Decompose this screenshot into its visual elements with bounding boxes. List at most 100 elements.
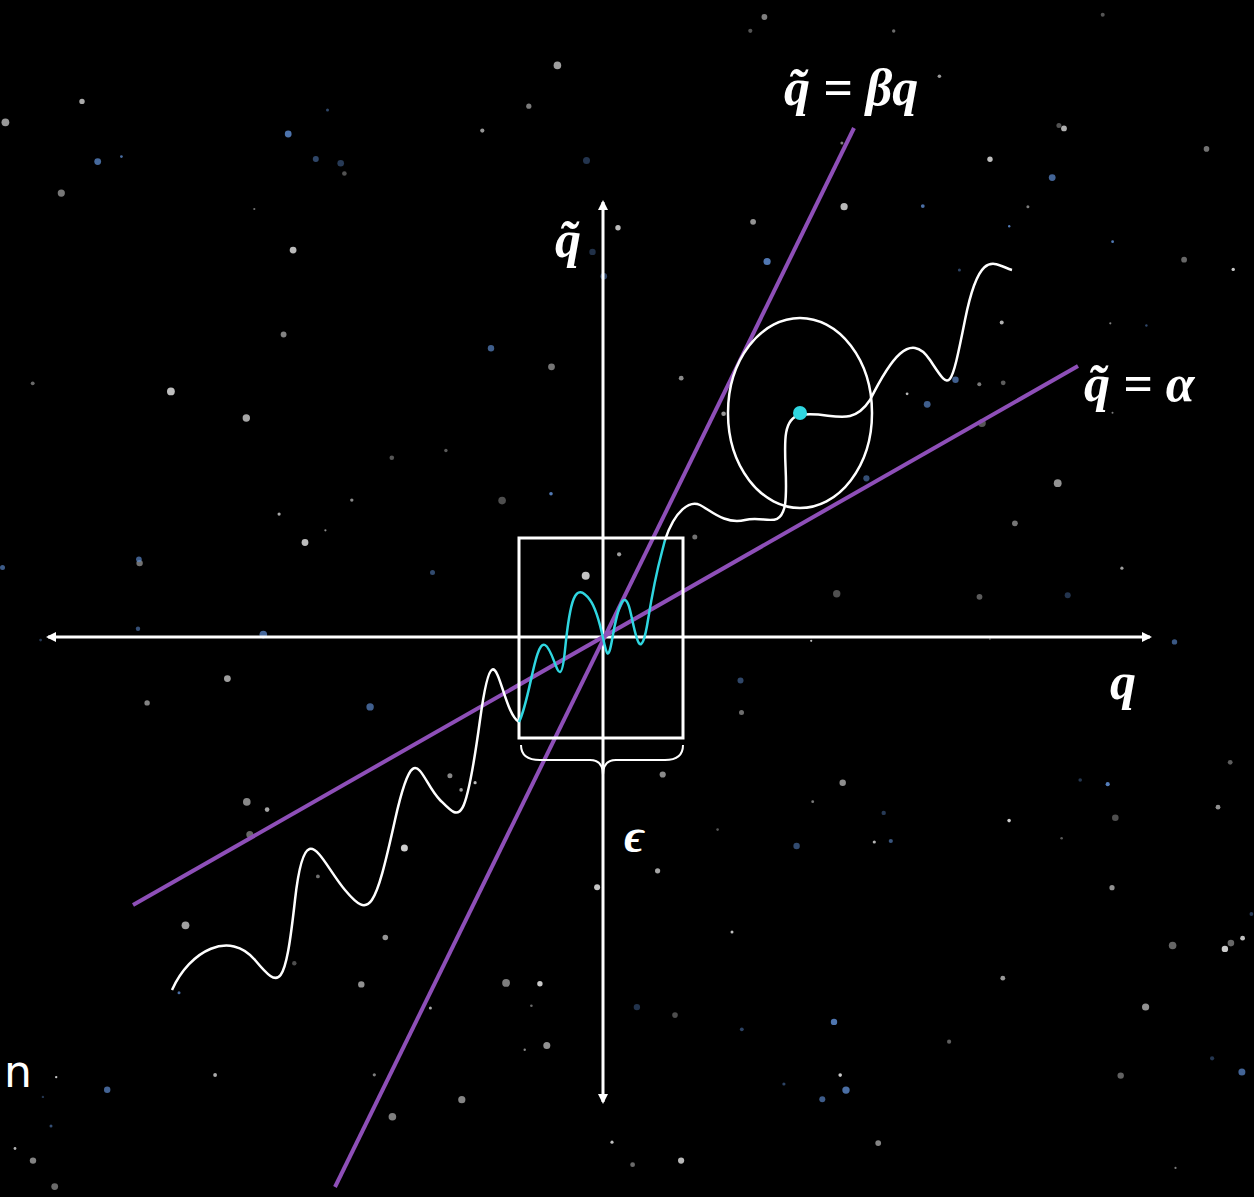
star-dot bbox=[582, 572, 590, 580]
q-tilde-axis bbox=[602, 202, 605, 1102]
star-dot bbox=[1060, 837, 1063, 840]
star-dot bbox=[548, 363, 555, 370]
star-dot bbox=[104, 1087, 110, 1093]
star-dot bbox=[1142, 1003, 1149, 1010]
star-dot bbox=[841, 203, 848, 210]
star-dot bbox=[748, 29, 752, 33]
star-dot bbox=[906, 392, 909, 395]
star-dot bbox=[224, 675, 231, 682]
star-dot bbox=[810, 640, 812, 642]
star-dot bbox=[833, 590, 840, 597]
star-dot bbox=[350, 498, 353, 501]
star-dot bbox=[660, 771, 666, 777]
star-dot bbox=[838, 1073, 842, 1077]
star-dot bbox=[42, 1096, 44, 1098]
axis-label: q bbox=[1108, 656, 1138, 708]
star-dot bbox=[213, 1073, 217, 1077]
star-dot bbox=[278, 513, 281, 516]
star-dot bbox=[750, 219, 756, 225]
star-dot bbox=[594, 884, 600, 890]
star-dot bbox=[630, 1162, 635, 1167]
star-dot bbox=[480, 129, 484, 133]
oscillation-curve bbox=[519, 540, 665, 722]
star-dot bbox=[39, 639, 42, 642]
star-dot bbox=[474, 781, 477, 784]
star-dot bbox=[1065, 592, 1071, 598]
star-dot bbox=[583, 157, 590, 164]
star-dot bbox=[79, 99, 84, 104]
alpha-line bbox=[133, 366, 1078, 905]
star-dot bbox=[678, 1158, 684, 1164]
fixed-point-dot bbox=[793, 406, 807, 420]
star-dot bbox=[51, 1183, 58, 1190]
star-dot bbox=[342, 171, 347, 176]
star-dot bbox=[634, 1004, 640, 1010]
star-dot bbox=[281, 332, 287, 338]
star-dot bbox=[840, 142, 843, 145]
epsilon-brace bbox=[521, 745, 683, 775]
star-dot bbox=[167, 388, 175, 396]
star-dot bbox=[502, 979, 510, 987]
star-dot bbox=[383, 935, 389, 941]
star-dot bbox=[958, 268, 961, 271]
star-dot bbox=[1049, 174, 1056, 181]
neighbourhood-circle bbox=[728, 318, 872, 508]
star-dot bbox=[285, 131, 292, 138]
star-dot bbox=[731, 930, 734, 933]
star-dot bbox=[1056, 123, 1061, 128]
trajectory-curve bbox=[172, 669, 519, 990]
star-dot bbox=[1222, 946, 1228, 952]
epsilon-box bbox=[519, 538, 683, 738]
star-dot bbox=[610, 1141, 613, 1144]
star-dot bbox=[55, 1076, 57, 1078]
star-dot bbox=[892, 29, 895, 32]
star-dot bbox=[782, 1082, 785, 1085]
star-dot bbox=[182, 921, 190, 929]
star-dot bbox=[840, 780, 846, 786]
star-dot bbox=[373, 1073, 376, 1076]
star-dot bbox=[1250, 912, 1254, 916]
star-dot bbox=[1007, 819, 1011, 823]
star-dot bbox=[1174, 1167, 1176, 1169]
star-dot bbox=[366, 703, 373, 710]
star-dot bbox=[738, 678, 744, 684]
star-dot bbox=[292, 961, 296, 965]
star-dot bbox=[1012, 520, 1018, 526]
star-dot bbox=[615, 225, 620, 230]
star-dot bbox=[459, 788, 463, 792]
star-dot bbox=[526, 104, 531, 109]
star-dot bbox=[30, 1157, 36, 1163]
star-dot bbox=[31, 381, 35, 385]
star-dot bbox=[429, 1007, 432, 1010]
star-dot bbox=[444, 449, 447, 452]
star-dot bbox=[831, 1019, 837, 1025]
star-dot bbox=[253, 208, 255, 210]
star-dot bbox=[1240, 936, 1245, 941]
star-dot bbox=[136, 627, 140, 631]
star-dot bbox=[1228, 760, 1233, 765]
star-dot bbox=[498, 497, 506, 505]
star-dot bbox=[987, 157, 992, 162]
star-dot bbox=[0, 565, 5, 570]
star-dot bbox=[243, 414, 250, 421]
star-dot bbox=[1101, 13, 1105, 17]
star-dot bbox=[863, 475, 869, 481]
star-dot bbox=[524, 1049, 526, 1051]
star-dot bbox=[811, 800, 814, 803]
star-dot bbox=[739, 710, 744, 715]
star-dot bbox=[672, 1012, 678, 1018]
star-dot bbox=[921, 204, 925, 208]
star-dot bbox=[1181, 257, 1187, 263]
star-dot bbox=[337, 160, 344, 167]
star-dot bbox=[543, 1042, 550, 1049]
star-dot bbox=[324, 529, 326, 531]
star-dot bbox=[589, 249, 595, 255]
star-dot bbox=[358, 981, 364, 987]
star-dot bbox=[401, 844, 408, 851]
star-dot bbox=[882, 811, 886, 815]
star-dot bbox=[952, 377, 958, 383]
star-dot bbox=[1001, 380, 1006, 385]
dimension-label: ϵ bbox=[622, 812, 647, 860]
